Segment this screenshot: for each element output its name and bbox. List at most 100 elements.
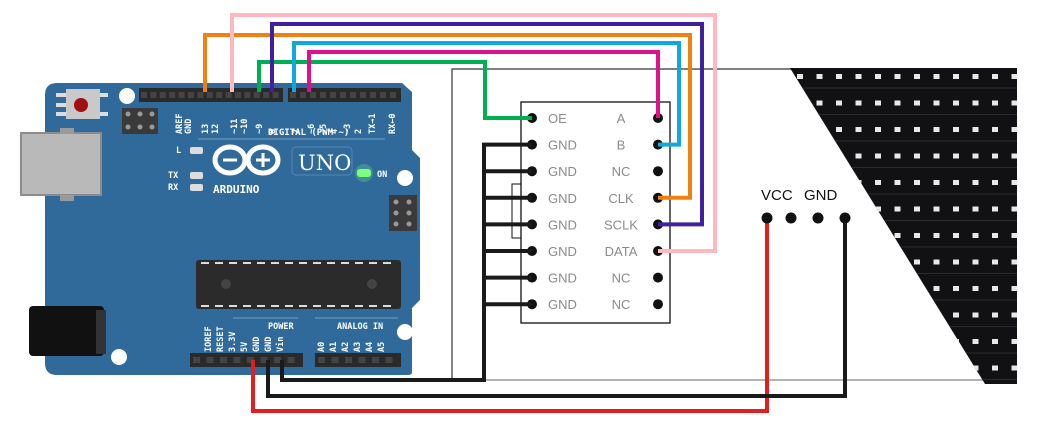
- led-pixel: [972, 127, 979, 132]
- led-pixel: [816, 100, 823, 106]
- panel-pin[interactable]: [812, 212, 824, 224]
- led-pixel: [875, 312, 881, 318]
- led-pixel: [992, 259, 998, 265]
- hub-pin-right[interactable]: [653, 272, 663, 283]
- panel-outline: [451, 68, 1015, 381]
- led-pixel: [855, 339, 862, 344]
- led-pixel: [953, 286, 959, 291]
- led-pixel: [992, 286, 998, 291]
- digital-pin-label: 12: [211, 124, 221, 134]
- led-pixel: [914, 100, 920, 106]
- led-pixel: [855, 286, 862, 291]
- led-pixel: [875, 339, 881, 344]
- led-pixel: [972, 74, 979, 79]
- led-pixel: [875, 259, 881, 265]
- wire-5v-vcc[interactable]: [251, 218, 769, 413]
- led-pixel: [933, 286, 940, 291]
- led-pixel: [1011, 180, 1017, 185]
- power-pin-label: 3.3V: [228, 332, 238, 352]
- led-pixel: [836, 100, 842, 106]
- led-pixel: [914, 259, 920, 265]
- led-pixel: [797, 259, 803, 265]
- arduino-logo-icon: [212, 144, 281, 176]
- wire-13-clk[interactable]: [203, 33, 692, 200]
- panel-power-pins: VCC GND: [761, 187, 851, 224]
- led-pixel: [816, 180, 823, 185]
- wire-gnd-hub[interactable]: [280, 142, 532, 382]
- hub-pin-label-left: GND: [548, 271, 577, 286]
- led-pixel: [797, 206, 803, 212]
- led-pixel: [836, 312, 842, 318]
- digital-pin-label: 2: [354, 129, 364, 134]
- led-pixel: [953, 153, 959, 159]
- led-pixel: [797, 339, 803, 344]
- led-label-rx: RX: [168, 183, 178, 193]
- wire-8-sclk[interactable]: [270, 22, 704, 227]
- led-pixel: [992, 74, 998, 79]
- led-pixel: [797, 233, 803, 238]
- led-pixel: [953, 206, 959, 212]
- led-pixel: [894, 312, 901, 318]
- power-header-label: POWER: [268, 322, 294, 332]
- microcontroller-chip: [196, 260, 401, 309]
- led-pixel: [894, 100, 901, 106]
- reset-button[interactable]: [56, 89, 108, 119]
- power-pin-label: GND: [252, 337, 262, 352]
- led-pixel: [933, 180, 940, 185]
- led-pixel: [875, 365, 881, 371]
- wire-9-oe[interactable]: [257, 60, 532, 120]
- led-pixel: [855, 180, 862, 185]
- led-pixel: [953, 365, 959, 371]
- led-pixel: [797, 365, 803, 371]
- power-pin-label: GND: [264, 337, 274, 352]
- hub-pin-right[interactable]: [653, 166, 663, 177]
- hub-pin-right[interactable]: [653, 299, 663, 310]
- led-pixel: [894, 259, 901, 265]
- led-pixel: [836, 74, 842, 79]
- hub-pin-label-left: GND: [548, 297, 577, 312]
- led-pixel: [836, 365, 842, 371]
- led-pixel: [1011, 233, 1017, 238]
- led-pixel: [855, 365, 862, 371]
- analog-pin-label: A2: [341, 342, 351, 352]
- led-pixel: [972, 233, 979, 238]
- led-pixel: [1011, 153, 1017, 159]
- led-pixel: [933, 74, 940, 79]
- hub-pin-label-right: CLK: [608, 191, 634, 206]
- led-pixel: [914, 153, 920, 159]
- led-pixel: [992, 127, 998, 132]
- led-pixel: [972, 312, 979, 318]
- led-pixel: [855, 233, 862, 238]
- gnd-pin[interactable]: [839, 212, 851, 224]
- board-model: UNO: [298, 151, 351, 175]
- led-pixel: [855, 127, 862, 132]
- led-pixel: [953, 127, 959, 132]
- led-pixel: [953, 74, 959, 79]
- led-pixel: [992, 339, 998, 344]
- led-pixel: [1011, 286, 1017, 291]
- led-pixel: [894, 365, 901, 371]
- digital-pin-label: 7: [292, 129, 302, 134]
- led-pixel: [816, 312, 823, 318]
- led-pixel: [816, 286, 823, 291]
- vcc-pin[interactable]: [761, 212, 773, 224]
- led-pixel: [875, 233, 881, 238]
- led-pixel: [914, 206, 920, 212]
- led-pixel: [855, 100, 862, 106]
- wire-7-b[interactable]: [292, 41, 681, 147]
- led-pixel: [914, 365, 920, 371]
- wire-11-data[interactable]: [230, 13, 717, 253]
- digital-pin-label: GND: [184, 119, 194, 134]
- panel-pin[interactable]: [785, 212, 797, 224]
- led-pixel: [992, 180, 998, 185]
- led-pixel: [1011, 206, 1017, 212]
- led-pixel: [972, 365, 979, 371]
- led-pixel: [914, 286, 920, 291]
- wire-6-a[interactable]: [307, 50, 660, 118]
- led-pixel: [816, 74, 823, 79]
- wire-gnd-panel[interactable]: [266, 218, 847, 398]
- usb-port: [20, 132, 102, 196]
- hub-pin-label-right: NC: [612, 164, 631, 179]
- digital-pin-label: ~10: [240, 119, 250, 134]
